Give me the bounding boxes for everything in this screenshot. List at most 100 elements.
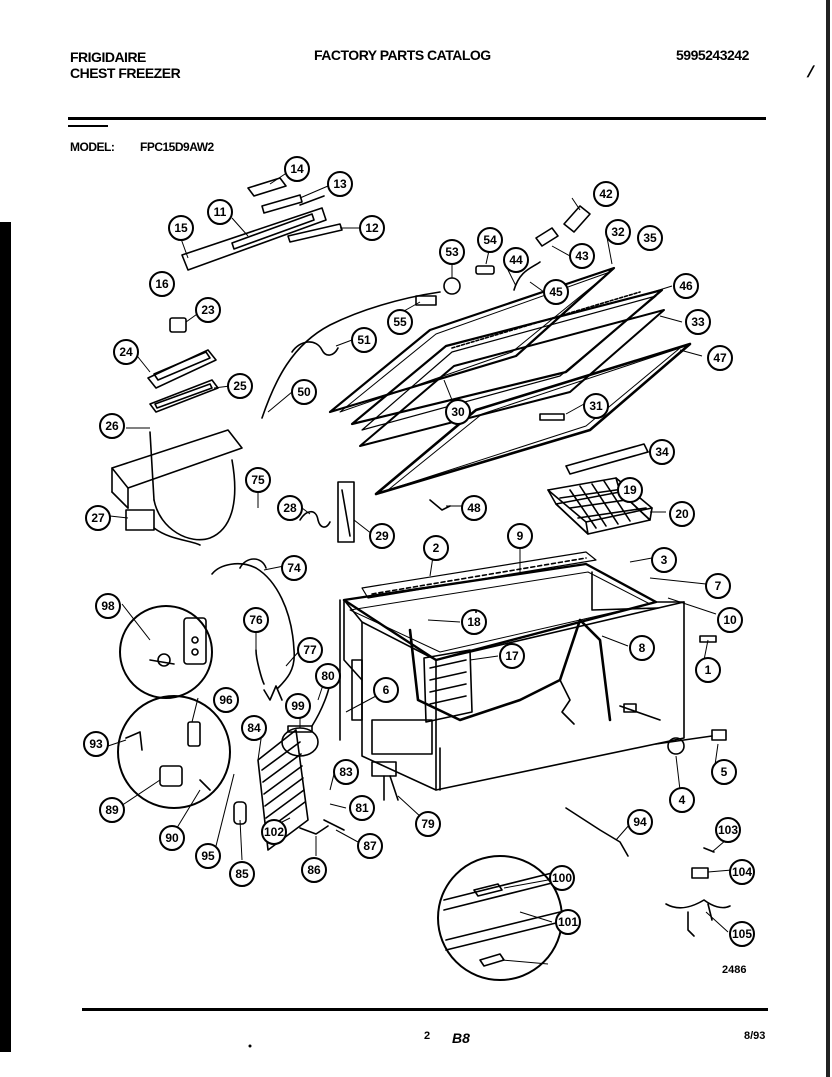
callout-30: 30: [445, 399, 471, 425]
callout-circle: [159, 825, 185, 851]
callout-circle: [717, 607, 743, 633]
callout-circle: [227, 373, 253, 399]
callout-label: 102: [264, 825, 284, 839]
callout-circle: [351, 327, 377, 353]
callout-103: 103: [715, 817, 741, 843]
callout-circle: [629, 635, 655, 661]
header-rule-short: [68, 125, 108, 127]
callout-circle: [85, 505, 111, 531]
callout-circle: [649, 439, 675, 465]
callout-circle: [297, 637, 323, 663]
control-panel-part: [181, 177, 343, 271]
callout-circle: [695, 657, 721, 683]
model-label: MODEL:: [70, 140, 115, 154]
callout-label: 31: [589, 399, 603, 413]
callout-93: 93: [83, 731, 109, 757]
callout-34: 34: [649, 439, 675, 465]
callout-1: 1: [695, 657, 721, 683]
product-name: CHEST FREEZER: [70, 65, 181, 81]
callout-label: 103: [718, 823, 738, 837]
callout-label: 27: [91, 511, 105, 525]
callout-circle: [195, 843, 221, 869]
callout-circle: [543, 279, 569, 305]
callout-circle: [503, 247, 529, 273]
callout-label: 84: [247, 721, 261, 735]
callout-circle: [627, 809, 653, 835]
callout-44: 44: [503, 247, 529, 273]
callout-circle: [423, 535, 449, 561]
callout-circle: [605, 219, 631, 245]
hinge-pieces-part: [299, 481, 451, 543]
callout-95: 95: [195, 843, 221, 869]
callout-circle: [357, 833, 383, 859]
callout-label: 77: [303, 643, 317, 657]
callout-53: 53: [439, 239, 465, 265]
callout-45: 45: [543, 279, 569, 305]
callout-54: 54: [477, 227, 503, 253]
callout-15: 15: [168, 215, 194, 241]
callout-label: 51: [357, 333, 371, 347]
callout-circle: [669, 787, 695, 813]
callout-label: 1: [705, 663, 712, 677]
callout-label: 19: [623, 483, 637, 497]
callout-90: 90: [159, 825, 185, 851]
callout-84: 84: [241, 715, 267, 741]
callout-9: 9: [507, 523, 533, 549]
callout-43: 43: [569, 243, 595, 269]
callout-label: 48: [467, 501, 481, 515]
callout-51: 51: [351, 327, 377, 353]
callout-circle: [333, 759, 359, 785]
callout-23: 23: [195, 297, 221, 323]
callout-label: 20: [675, 507, 689, 521]
callout-77: 77: [297, 637, 323, 663]
callout-label: 90: [165, 831, 179, 845]
callout-circle: [593, 181, 619, 207]
lid-assembly-part: [328, 266, 692, 496]
callout-label: 101: [558, 915, 578, 929]
section-code: B8: [452, 1030, 470, 1046]
callout-circle: [461, 609, 487, 635]
callout-circle: [195, 297, 221, 323]
callout-10: 10: [717, 607, 743, 633]
callout-label: 2: [433, 541, 440, 555]
callout-circle: [729, 921, 755, 947]
detail-circle-2: [117, 695, 231, 809]
cabinet-part: [339, 551, 717, 791]
callout-label: 29: [375, 529, 389, 543]
callout-circle: [113, 339, 139, 365]
callout-55: 55: [387, 309, 413, 335]
callout-circle: [673, 273, 699, 299]
callout-label: 76: [249, 613, 263, 627]
callout-83: 83: [333, 759, 359, 785]
brand: FRIGIDAIRE: [70, 49, 146, 65]
callout-label: 8: [639, 641, 646, 655]
callout-label: 9: [517, 529, 524, 543]
callout-42: 42: [593, 181, 619, 207]
callout-circle: [583, 393, 609, 419]
callout-circle: [149, 271, 175, 297]
callout-label: 80: [321, 669, 335, 683]
model-number: FPC15D9AW2: [140, 140, 214, 154]
detail-circle-1: [119, 605, 213, 699]
callout-24: 24: [113, 339, 139, 365]
callout-label: 46: [679, 279, 693, 293]
callout-label: 34: [655, 445, 669, 459]
callout-26: 26: [99, 413, 125, 439]
callout-circle: [291, 379, 317, 405]
callout-label: 47: [713, 351, 727, 365]
callout-circle: [507, 523, 533, 549]
callout-label: 7: [715, 579, 722, 593]
callout-label: 30: [451, 405, 465, 419]
callout-label: 93: [89, 737, 103, 751]
callout-label: 18: [467, 615, 481, 629]
callout-31: 31: [583, 393, 609, 419]
callout-label: 86: [307, 863, 321, 877]
callout-label: 95: [201, 849, 215, 863]
catalog-number: 5995243242: [676, 47, 749, 63]
callout-label: 24: [119, 345, 133, 359]
callout-label: 28: [283, 501, 297, 515]
callout-76: 76: [243, 607, 269, 633]
callout-circle: [261, 819, 287, 845]
callout-2: 2: [423, 535, 449, 561]
callout-20: 20: [669, 501, 695, 527]
